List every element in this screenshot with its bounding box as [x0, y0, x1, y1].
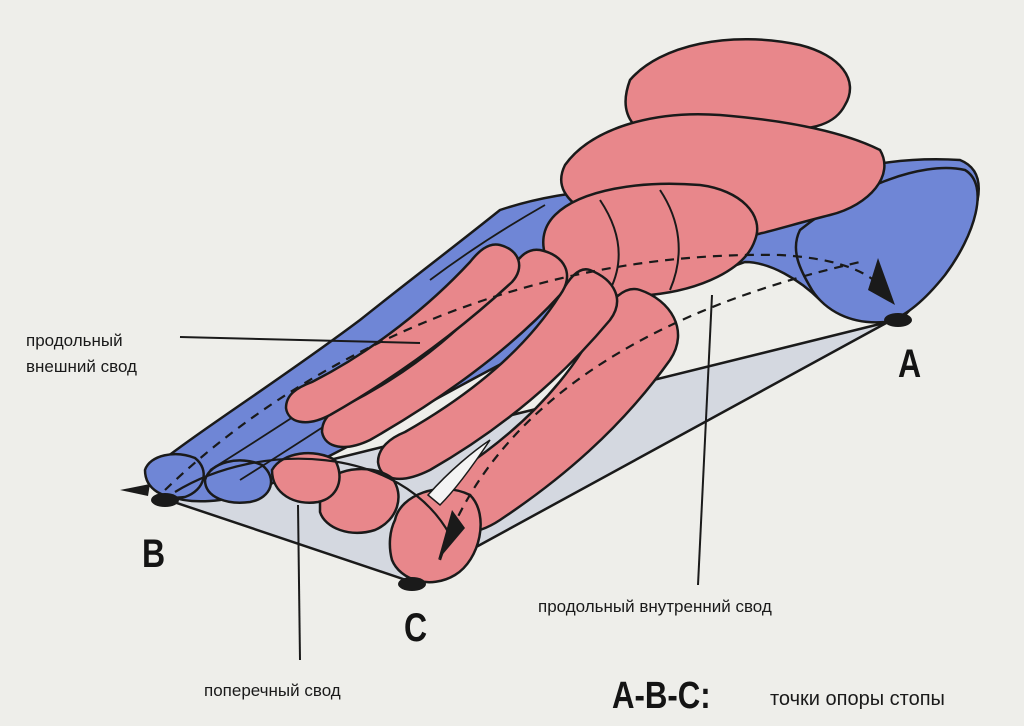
support-point-a — [884, 313, 912, 327]
metatarsal-2 — [376, 268, 619, 481]
point-label-b: B — [142, 532, 166, 576]
support-point-b — [151, 493, 179, 507]
toe-big — [388, 487, 482, 584]
metatarsal-gap — [426, 439, 491, 507]
arrowhead-b — [120, 484, 150, 496]
legend-text: точки опоры стопы — [770, 688, 945, 710]
label-outer-arch-line2: внешний свод — [26, 357, 137, 376]
label-transverse-arch: поперечный свод — [204, 681, 341, 700]
toe-3 — [270, 452, 341, 504]
inner-arch-curve — [438, 260, 861, 561]
lateral-toe-1 — [143, 453, 205, 499]
cuneiform-lines — [599, 189, 680, 291]
transverse-arch-curve — [174, 457, 451, 536]
arrowhead-c — [438, 510, 465, 560]
toe-2 — [318, 467, 400, 535]
arrowhead-a — [868, 258, 895, 305]
leader-transverse-arch — [297, 504, 301, 661]
label-outer-arch-line1: продольный — [26, 331, 123, 350]
leader-outer-arch — [179, 336, 421, 344]
label-inner-arch: продольный внутренний свод — [538, 597, 772, 616]
legend-key: A-B-C: — [612, 675, 711, 717]
outer-arch-curve — [164, 253, 886, 491]
leader-inner-arch — [697, 294, 713, 586]
point-label-c: C — [404, 606, 428, 650]
support-point-c — [398, 577, 426, 591]
point-label-a: A — [898, 342, 922, 386]
